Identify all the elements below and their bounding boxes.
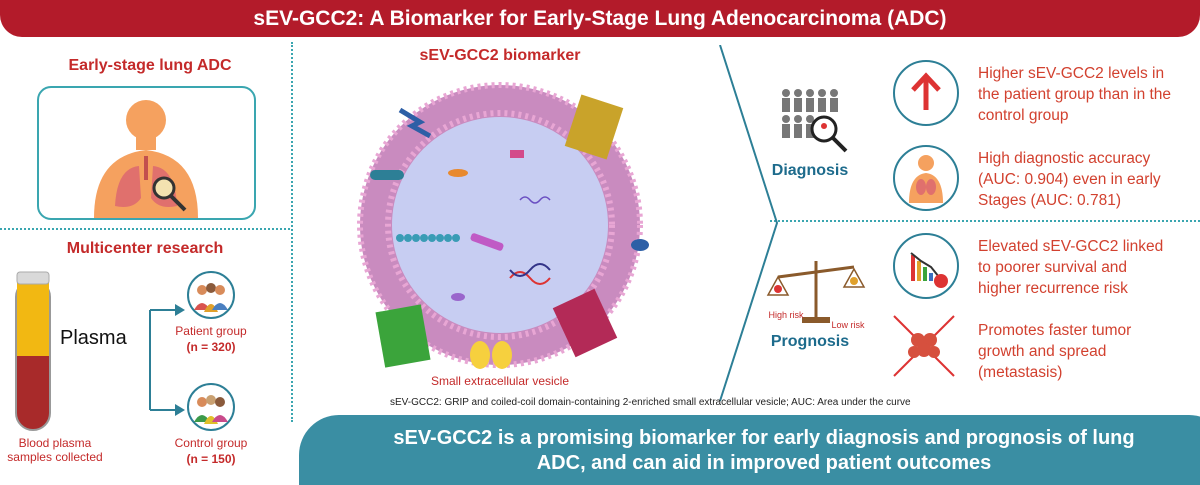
finding3-line2: to poorer survival and: [978, 259, 1128, 276]
finding1-text: Higher sEV-GCC2 levels in the patient gr…: [978, 63, 1193, 126]
blood-tube-icon: [15, 271, 51, 431]
person-lungs-icon: [94, 100, 198, 218]
branch-arrows: [149, 304, 185, 416]
finding1-icon-circle: [893, 60, 959, 126]
finding2-line2: (AUC: 0.904) even in early: [978, 171, 1161, 188]
conclusion-banner: sEV-GCC2 is a promising biomarker for ea…: [299, 415, 1200, 485]
finding1-line3: control group: [978, 107, 1069, 124]
vesicle-illustration: [357, 82, 649, 369]
patient-group-count: (n = 320): [186, 340, 236, 354]
right-section-divider: [770, 220, 1200, 222]
title-banner: sEV-GCC2: A Biomarker for Early-Stage Lu…: [0, 0, 1200, 37]
diagnosis-label: Diagnosis: [771, 162, 849, 179]
left-section-divider: [0, 228, 290, 230]
tube-caption-line2: samples collected: [7, 450, 103, 464]
tube-caption-line1: Blood plasma: [18, 436, 92, 450]
declining-chart-icon: [910, 252, 948, 288]
finding3-line3: higher recurrence risk: [978, 280, 1128, 297]
tube-caption: Blood plasma samples collected: [0, 436, 110, 464]
patient-group-icon: [187, 271, 235, 319]
finding1-line1: Higher sEV-GCC2 levels in: [978, 65, 1165, 82]
person-lungs-icon: [909, 155, 943, 203]
footnote: sEV-GCC2: GRIP and coiled-coil domain-co…: [390, 397, 911, 408]
plasma-label: Plasma: [60, 327, 127, 349]
finding2-text: High diagnostic accuracy (AUC: 0.904) ev…: [978, 148, 1193, 211]
finding3-line1: Elevated sEV-GCC2 linked: [978, 238, 1164, 255]
control-group-label: Control group: [174, 436, 248, 450]
finding3-text: Elevated sEV-GCC2 linked to poorer survi…: [978, 236, 1193, 299]
early-stage-title: Early-stage lung ADC: [68, 57, 232, 74]
up-arrow-icon: [911, 72, 941, 110]
finding2-icon-circle: [893, 145, 959, 211]
high-risk-label: High risk: [768, 310, 804, 320]
finding3-icon-circle: [893, 233, 959, 299]
prognosis-label: Prognosis: [770, 333, 850, 350]
biomarker-title: sEV-GCC2 biomarker: [419, 47, 581, 64]
finding2-line1: High diagnostic accuracy: [978, 150, 1151, 167]
chevron-divider: [719, 45, 779, 402]
lung-illustration-box: [37, 86, 256, 220]
finding1-line2: the patient group than in the: [978, 86, 1172, 103]
page-title: sEV-GCC2: A Biomarker for Early-Stage Lu…: [253, 7, 947, 30]
finding4-line1: Promotes faster tumor: [978, 322, 1132, 339]
finding4-line2: growth and spread: [978, 343, 1107, 360]
conclusion-line1: sEV-GCC2 is a promising biomarker for ea…: [393, 427, 1135, 449]
patient-group-label: Patient group: [175, 324, 247, 338]
balance-scale-icon: [766, 261, 866, 323]
vesicle-caption: Small extracellular vesicle: [430, 374, 570, 388]
control-group-icon: [187, 383, 235, 431]
tumor-spread-icon: [893, 315, 955, 377]
low-risk-label: Low risk: [831, 320, 865, 330]
conclusion-line2: ADC, and can aid in improved patient out…: [536, 452, 992, 474]
control-group-count: (n = 150): [186, 452, 236, 466]
multicenter-title: Multicenter research: [66, 240, 224, 257]
finding2-line3: Stages (AUC: 0.781): [978, 192, 1122, 209]
left-divider: [291, 42, 293, 422]
finding4-line3: (metastasis): [978, 364, 1063, 381]
finding4-text: Promotes faster tumor growth and spread …: [978, 320, 1193, 383]
people-magnifier-icon: [782, 89, 848, 153]
